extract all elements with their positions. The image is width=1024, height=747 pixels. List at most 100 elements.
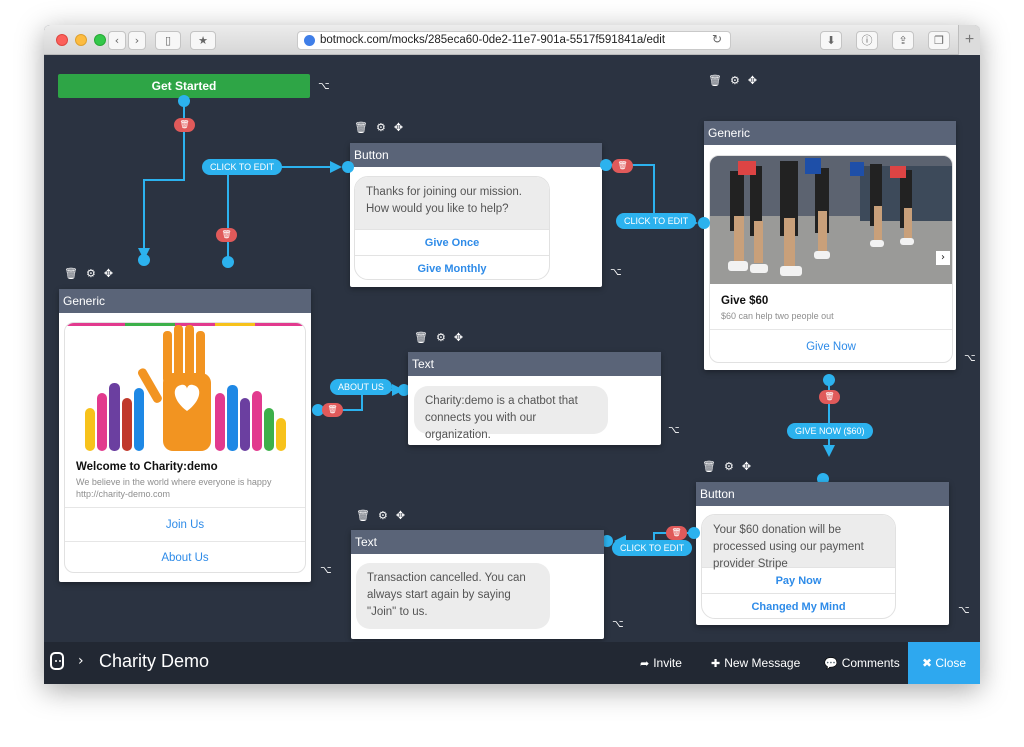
get-started-node[interactable]: Get Started: [58, 74, 310, 98]
back-icon[interactable]: ‹: [108, 31, 126, 50]
generic-card: › Give $60 $60 can help two people out G…: [709, 155, 953, 363]
runners-illustration: [710, 156, 952, 284]
generic-node-2[interactable]: Generic: [59, 289, 311, 582]
tabs-icon[interactable]: ❐: [928, 31, 950, 50]
delete-connection-icon[interactable]: 🗑: [819, 390, 840, 404]
node-toolbar: 🗑⚙✥: [414, 331, 471, 344]
chevron-right-icon: ›: [78, 653, 84, 669]
expand-icon[interactable]: ⌥: [958, 605, 970, 616]
address-bar[interactable]: botmock.com/mocks/285eca60-0de2-11e7-901…: [297, 31, 731, 50]
connection-port[interactable]: [688, 527, 700, 539]
edge-label-give-now[interactable]: GIVE NOW ($60): [787, 423, 873, 439]
delete-connection-icon[interactable]: 🗑: [322, 403, 343, 417]
about-us-button[interactable]: About Us: [65, 541, 305, 572]
delete-connection-icon[interactable]: 🗑: [612, 159, 633, 173]
new-message-button[interactable]: ✚New Message: [711, 656, 800, 670]
comment-icon: 💬: [824, 657, 838, 670]
close-button[interactable]: ✖ Close: [908, 642, 980, 684]
trash-icon[interactable]: 🗑: [414, 331, 436, 344]
connection-port[interactable]: [138, 254, 150, 266]
sidebar-icon[interactable]: ▯: [155, 31, 181, 50]
pay-now-button[interactable]: Pay Now: [702, 567, 895, 593]
changed-my-mind-button[interactable]: Changed My Mind: [702, 593, 895, 618]
connection-port[interactable]: [222, 256, 234, 268]
message-text: Thanks for joining our mission. How woul…: [355, 177, 549, 229]
expand-icon[interactable]: ⌥: [964, 353, 976, 364]
expand-icon[interactable]: ⌥: [320, 565, 332, 576]
give-monthly-button[interactable]: Give Monthly: [355, 255, 549, 279]
connection-port[interactable]: [178, 95, 190, 107]
connection-port[interactable]: [601, 535, 613, 547]
project-title[interactable]: Charity Demo: [99, 651, 210, 671]
text-node-2[interactable]: Text Transaction cancelled. You can alwa…: [351, 530, 604, 639]
delete-connection-icon[interactable]: 🗑: [216, 228, 237, 242]
expand-icon[interactable]: ⌥: [318, 81, 330, 92]
node-header: Generic: [59, 289, 311, 313]
give-now-button[interactable]: Give Now: [710, 329, 952, 362]
new-tab-icon[interactable]: +: [958, 25, 980, 55]
flow-canvas[interactable]: Get Started ⌥ 🗑 🗑⚙✥ Button Thanks for jo…: [44, 55, 980, 642]
browser-window: ‹ › ▯ ★ botmock.com/mocks/285eca60-0de2-…: [44, 25, 980, 684]
node-header: Generic: [704, 121, 956, 145]
move-icon[interactable]: ✥: [453, 331, 472, 344]
trash-icon[interactable]: 🗑: [354, 121, 376, 134]
gear-icon[interactable]: ⚙: [85, 267, 104, 280]
share-icon[interactable]: ⇪: [892, 31, 914, 50]
trash-icon[interactable]: 🗑: [702, 460, 724, 473]
hands-illustration: [65, 323, 305, 451]
connection-port[interactable]: [342, 161, 354, 173]
button-node-1[interactable]: Button Thanks for joining our mission. H…: [350, 143, 602, 287]
connection-port[interactable]: [312, 404, 324, 416]
edge-label-about-us[interactable]: ABOUT US: [330, 379, 392, 395]
gear-icon[interactable]: ⚙: [377, 509, 396, 522]
connection-port[interactable]: [698, 217, 710, 229]
edge-label-click-to-edit[interactable]: CLICK TO EDIT: [202, 159, 283, 175]
gear-icon[interactable]: ⚙: [729, 74, 748, 87]
connection-port[interactable]: [398, 384, 410, 396]
card-url: http://charity-demo.com: [76, 489, 171, 499]
edge-label-click-to-edit[interactable]: CLICK TO EDIT: [612, 540, 693, 556]
forward-icon[interactable]: ›: [128, 31, 146, 50]
info-icon[interactable]: ⓘ: [856, 31, 878, 50]
zoom-window-button[interactable]: [94, 34, 106, 46]
connection-port[interactable]: [823, 374, 835, 386]
trash-icon[interactable]: 🗑: [356, 509, 378, 522]
expand-icon[interactable]: ⌥: [668, 425, 680, 436]
text-node-1[interactable]: Text Charity:demo is a chatbot that conn…: [408, 352, 661, 445]
gear-icon[interactable]: ⚙: [375, 121, 394, 134]
trash-icon[interactable]: 🗑: [708, 74, 730, 87]
give-once-button[interactable]: Give Once: [355, 229, 549, 255]
carousel-next-icon[interactable]: ›: [936, 251, 950, 265]
message-text: Your $60 donation will be processed usin…: [702, 515, 895, 570]
node-header: Text: [351, 530, 604, 554]
card-body: Give $60 $60 can help two people out: [710, 284, 952, 329]
move-icon[interactable]: ✥: [741, 460, 760, 473]
button-node-2[interactable]: Button Your $60 donation will be process…: [696, 482, 949, 625]
connection-port[interactable]: [600, 159, 612, 171]
gear-icon[interactable]: ⚙: [435, 331, 454, 344]
delete-connection-icon[interactable]: 🗑: [666, 526, 687, 540]
delete-connection-icon[interactable]: 🗑: [174, 118, 195, 132]
reload-icon[interactable]: ↻: [711, 32, 722, 46]
move-icon[interactable]: ✥: [747, 74, 766, 87]
expand-icon[interactable]: ⌥: [612, 619, 624, 630]
minimize-window-button[interactable]: [75, 34, 87, 46]
move-icon[interactable]: ✥: [103, 267, 122, 280]
download-icon[interactable]: ⬇: [820, 31, 842, 50]
gear-icon[interactable]: ⚙: [723, 460, 742, 473]
bot-logo-icon[interactable]: [50, 652, 64, 670]
message-text: Transaction cancelled. You can always st…: [356, 563, 550, 629]
move-icon[interactable]: ✥: [393, 121, 412, 134]
invite-button[interactable]: ➦Invite: [640, 656, 682, 670]
card-subtitle: We believe in the world where everyone i…: [76, 477, 272, 487]
move-icon[interactable]: ✥: [395, 509, 414, 522]
close-window-button[interactable]: [56, 34, 68, 46]
generic-node-1[interactable]: Generic: [704, 121, 956, 370]
bookmark-icon[interactable]: ★: [190, 31, 216, 50]
expand-icon[interactable]: ⌥: [610, 267, 622, 278]
comments-button[interactable]: 💬Comments: [824, 656, 900, 670]
edge-label-click-to-edit[interactable]: CLICK TO EDIT: [616, 213, 697, 229]
trash-icon[interactable]: 🗑: [64, 267, 86, 280]
button-message: Thanks for joining our mission. How woul…: [354, 176, 550, 280]
join-us-button[interactable]: Join Us: [65, 507, 305, 541]
